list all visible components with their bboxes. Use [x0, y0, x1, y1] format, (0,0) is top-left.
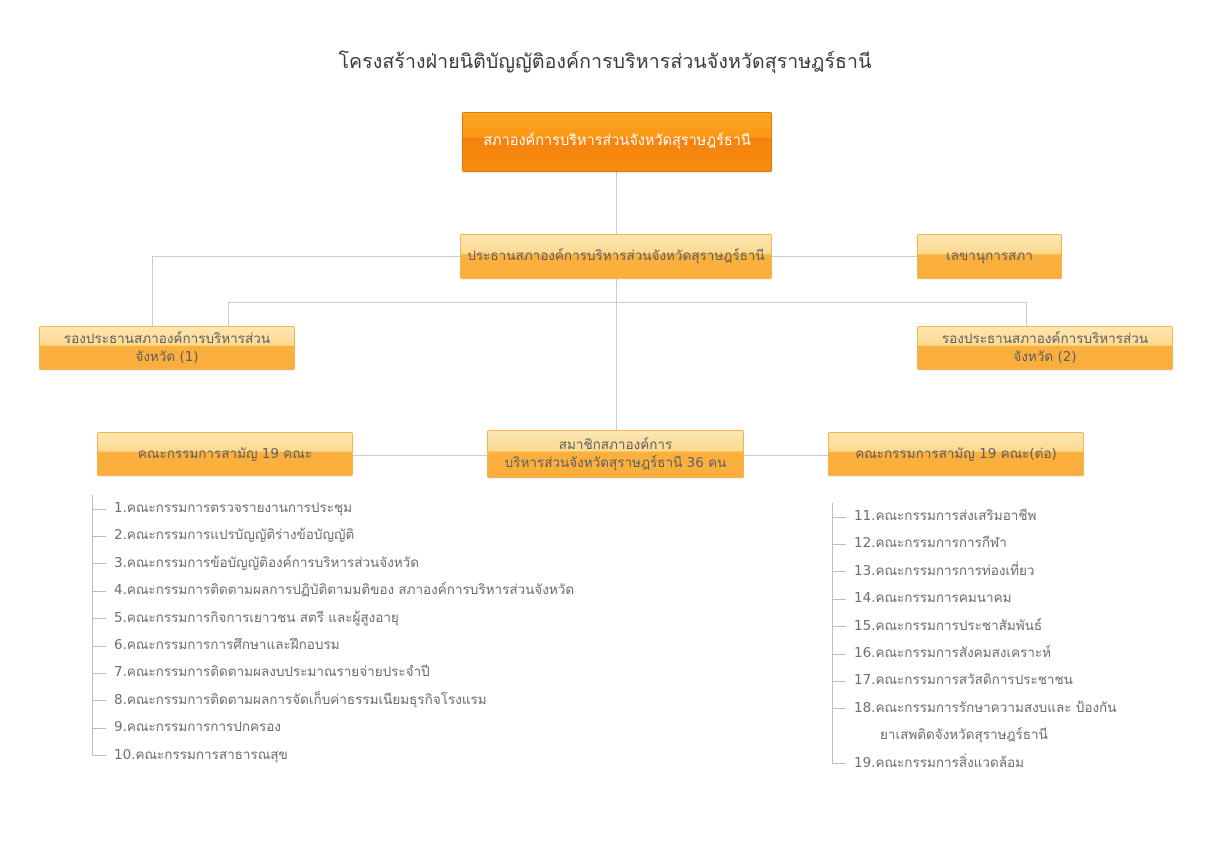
committee-item-label: 19.คณะกรรมการสิ่งแวดล้อม [854, 754, 1025, 771]
committee-tick [832, 544, 846, 546]
connector-president-left-bus [152, 256, 462, 257]
committee-tick [832, 681, 846, 683]
committee-item-label: 6.คณะกรรมการการศึกษาและฝึกอบรม [114, 637, 340, 653]
committee-tick [832, 708, 846, 710]
committee-item-left: 3.คณะกรรมการข้อบัญญัติองค์การบริหารส่วนจ… [92, 550, 419, 577]
committee-tick [92, 618, 106, 620]
node-council-secretary-label: เลขานุการสภา [946, 248, 1033, 265]
committee-item-label: 4.คณะกรรมการติดตามผลการปฏิบัติตามมติของ … [114, 582, 575, 599]
committee-item-label: 13.คณะกรรมการการท่องเที่ยว [854, 562, 1035, 579]
committee-tick [92, 673, 106, 675]
committee-item-label: 16.คณะกรรมการสังคมสงเคราะห์ [854, 645, 1052, 661]
node-council-members[interactable]: สมาชิกสภาองค์การ บริหารส่วนจังหวัดสุราษฎ… [487, 430, 744, 478]
committee-item-label: 14.คณะกรรมการคมนาคม [854, 590, 1012, 607]
committee-tick [92, 590, 106, 592]
committee-item-left: 10.คณะกรรมการสาธารณสุข [92, 742, 288, 769]
connector-root-to-president [616, 172, 617, 240]
committee-tick [92, 508, 106, 510]
committee-tick [92, 727, 106, 729]
committee-item-left: 1.คณะกรรมการตรวจรายงานการประชุม [92, 495, 352, 522]
committee-item-left: 9.คณะกรรมการการปกครอง [92, 714, 281, 741]
committee-item-right: 15.คณะกรรมการประชาสัมพันธ์ [832, 613, 1042, 640]
node-council-president[interactable]: ประธานสภาองค์การบริหารส่วนจังหวัดสุราษฎร… [460, 234, 772, 279]
committee-item-label: 3.คณะกรรมการข้อบัญญัติองค์การบริหารส่วนจ… [114, 554, 420, 571]
committee-item-left: 4.คณะกรรมการติดตามผลการปฏิบัติตามมติของ … [92, 577, 574, 604]
connector-vice1-bus-drop [228, 302, 229, 330]
committee-item-label: 17.คณะกรรมการสวัสดิการประชาชน [854, 672, 1073, 689]
committee-list-right-trunk [832, 503, 833, 764]
committee-tick [832, 571, 846, 573]
committee-item-label: 7.คณะกรรมการติดตามผลงบประมาณรายจ่ายประจำ… [114, 664, 430, 681]
committee-item-label: 10.คณะกรรมการสาธารณสุข [114, 746, 288, 763]
node-standing-committees-left[interactable]: คณะกรรมการสามัญ 19 คณะ [97, 432, 353, 476]
committee-tick [832, 653, 846, 655]
committee-item-label: 11.คณะกรรมการส่งเสริมอาชีพ [854, 508, 1037, 524]
committee-item-left: 5.คณะกรรมการกิจการเยาวชน สตรี และผู้สูงอ… [92, 605, 399, 632]
committee-tick [832, 763, 846, 765]
committee-item-right: 12.คณะกรรมการการกีฬา [832, 530, 1007, 557]
node-council-members-line1: สมาชิกสภาองค์การ [558, 436, 673, 453]
connector-vice1-drop [152, 256, 153, 330]
node-provincial-council-label: สภาองค์การบริหารส่วนจังหวัดสุราษฎร์ธานี [483, 133, 751, 150]
node-vice-president-2-label: รองประธานสภาองค์การบริหารส่วนจังหวัด (2) [941, 330, 1149, 365]
committee-item-left: 8.คณะกรรมการติดตามผลการจัดเก็บค่าธรรมเนี… [92, 687, 487, 714]
connector-vice2-drop [1026, 302, 1027, 330]
node-provincial-council[interactable]: สภาองค์การบริหารส่วนจังหวัดสุราษฎร์ธานี [462, 112, 772, 172]
committee-tick [92, 536, 106, 538]
connector-vice2-bus [228, 302, 1026, 303]
committee-item-left: 6.คณะกรรมการการศึกษาและฝึกอบรม [92, 632, 340, 659]
committee-item-right-continuation: ยาเสพติดจังหวัดสุราษฎร์ธานี [832, 722, 1048, 749]
page-title: โครงสร้างฝ่ายนิติบัญญัติองค์การบริหารส่ว… [338, 50, 872, 73]
committee-item-label: 5.คณะกรรมการกิจการเยาวชน สตรี และผู้สูงอ… [114, 609, 399, 626]
connector-members-to-right-committee [744, 455, 828, 456]
committee-item-label: 1.คณะกรรมการตรวจรายงานการประชุม [114, 500, 353, 516]
node-standing-committees-right[interactable]: คณะกรรมการสามัญ 19 คณะ(ต่อ) [828, 432, 1084, 476]
node-vice-president-1[interactable]: รองประธานสภาองค์การบริหารส่วนจังหวัด (1) [39, 326, 295, 370]
node-council-members-line2: บริหารส่วนจังหวัดสุราษฎร์ธานี 36 คน [504, 455, 727, 471]
committee-item-right: 14.คณะกรรมการคมนาคม [832, 585, 1012, 612]
committee-tick [832, 598, 846, 600]
connector-members-to-left-committee [352, 455, 488, 456]
node-vice-president-2[interactable]: รองประธานสภาองค์การบริหารส่วนจังหวัด (2) [917, 326, 1173, 370]
committee-item-label: 9.คณะกรรมการการปกครอง [114, 719, 281, 736]
committee-tick [92, 700, 106, 702]
connector-president-to-secretary [771, 256, 919, 257]
node-standing-committees-right-label: คณะกรรมการสามัญ 19 คณะ(ต่อ) [855, 445, 1057, 462]
committee-item-right: 16.คณะกรรมการสังคมสงเคราะห์ [832, 640, 1051, 667]
committee-tick [832, 626, 846, 628]
node-council-president-label: ประธานสภาองค์การบริหารส่วนจังหวัดสุราษฎร… [467, 248, 765, 265]
committee-item-right: 19.คณะกรรมการสิ่งแวดล้อม [832, 750, 1024, 777]
committee-tick [92, 755, 106, 757]
committee-item-label: 18.คณะกรรมการรักษาความสงบและ ป้องกัน [854, 699, 1117, 716]
committee-item-right: 13.คณะกรรมการการท่องเที่ยว [832, 558, 1034, 585]
committee-item-label: 15.คณะกรรมการประชาสัมพันธ์ [854, 617, 1043, 634]
node-standing-committees-left-label: คณะกรรมการสามัญ 19 คณะ [137, 445, 313, 462]
committee-item-left: 2.คณะกรรมการแปรบัญญัติร่างข้อบัญญัติ [92, 522, 354, 549]
committee-list-left-trunk [92, 495, 93, 756]
committee-item-right: 18.คณะกรรมการรักษาความสงบและ ป้องกัน [832, 695, 1116, 722]
committee-item-label: 8.คณะกรรมการติดตามผลการจัดเก็บค่าธรรมเนี… [114, 691, 487, 708]
committee-item-right: 17.คณะกรรมการสวัสดิการประชาชน [832, 667, 1073, 694]
committee-item-label: 12.คณะกรรมการการกีฬา [854, 535, 1007, 552]
committee-item-label: 2.คณะกรรมการแปรบัญญัติร่างข้อบัญญัติ [114, 527, 355, 544]
connector-down-to-members [616, 302, 617, 430]
node-vice-president-1-label: รองประธานสภาองค์การบริหารส่วนจังหวัด (1) [63, 330, 271, 365]
committee-item-right: 11.คณะกรรมการส่งเสริมอาชีพ [832, 503, 1036, 530]
committee-item-left: 7.คณะกรรมการติดตามผลงบประมาณรายจ่ายประจำ… [92, 659, 430, 686]
committee-item-continuation-label: ยาเสพติดจังหวัดสุราษฎร์ธานี [880, 727, 1048, 744]
committee-tick [92, 645, 106, 647]
node-council-secretary[interactable]: เลขานุการสภา [917, 234, 1062, 279]
committee-tick [92, 563, 106, 565]
committee-tick [832, 516, 846, 518]
connector-president-down-stub [616, 279, 617, 302]
